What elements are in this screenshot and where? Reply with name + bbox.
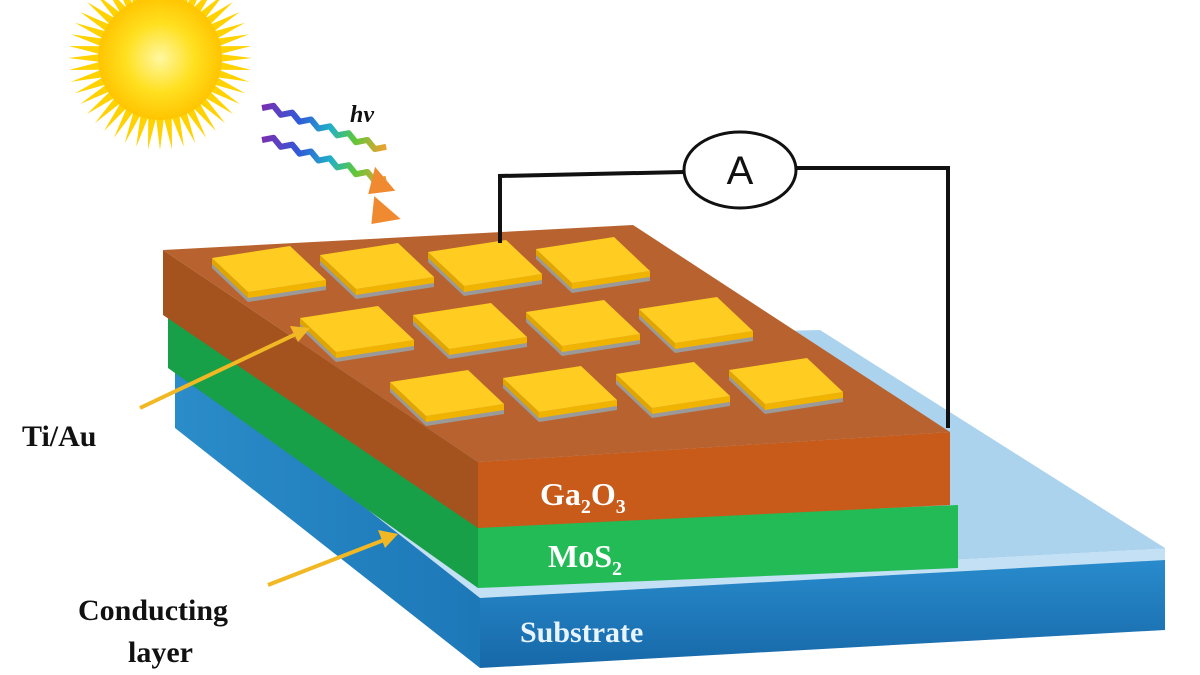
ammeter-label: A [727, 149, 754, 193]
ga2o3-label: Ga2O3 [540, 476, 626, 518]
ti-au-pointer-arrow [139, 326, 310, 410]
ti-au-electrode [536, 237, 650, 293]
ammeter-icon: A [682, 130, 798, 210]
ti-au-electrode [729, 358, 843, 414]
mos2-layer [168, 305, 958, 588]
hv-label: hv [350, 102, 374, 128]
conducting-layer-label-line2: layer [128, 636, 193, 669]
ti-au-electrode [413, 303, 527, 359]
conducting-layer-label-line1: Conducting [78, 594, 228, 627]
substrate-label: Substrate [520, 616, 643, 649]
circuit-wire [498, 166, 950, 428]
ti-au-electrode-array [212, 237, 843, 426]
ti-au-electrode [212, 246, 326, 302]
ti-au-electrode [639, 297, 753, 353]
sun-icon [68, 0, 252, 150]
ti-au-electrode [503, 366, 617, 422]
ti-au-electrode [390, 370, 504, 426]
conducting-layer-pointer-arrow [267, 530, 398, 587]
ti-au-electrode [526, 300, 640, 356]
mos2-label: MoS2 [548, 538, 622, 580]
photon-wave-icon [261, 102, 401, 225]
ti-au-electrode [616, 362, 730, 418]
ti-au-label: Ti/Au [22, 420, 97, 453]
ti-au-electrode [320, 243, 434, 299]
ti-au-electrode [428, 240, 542, 296]
